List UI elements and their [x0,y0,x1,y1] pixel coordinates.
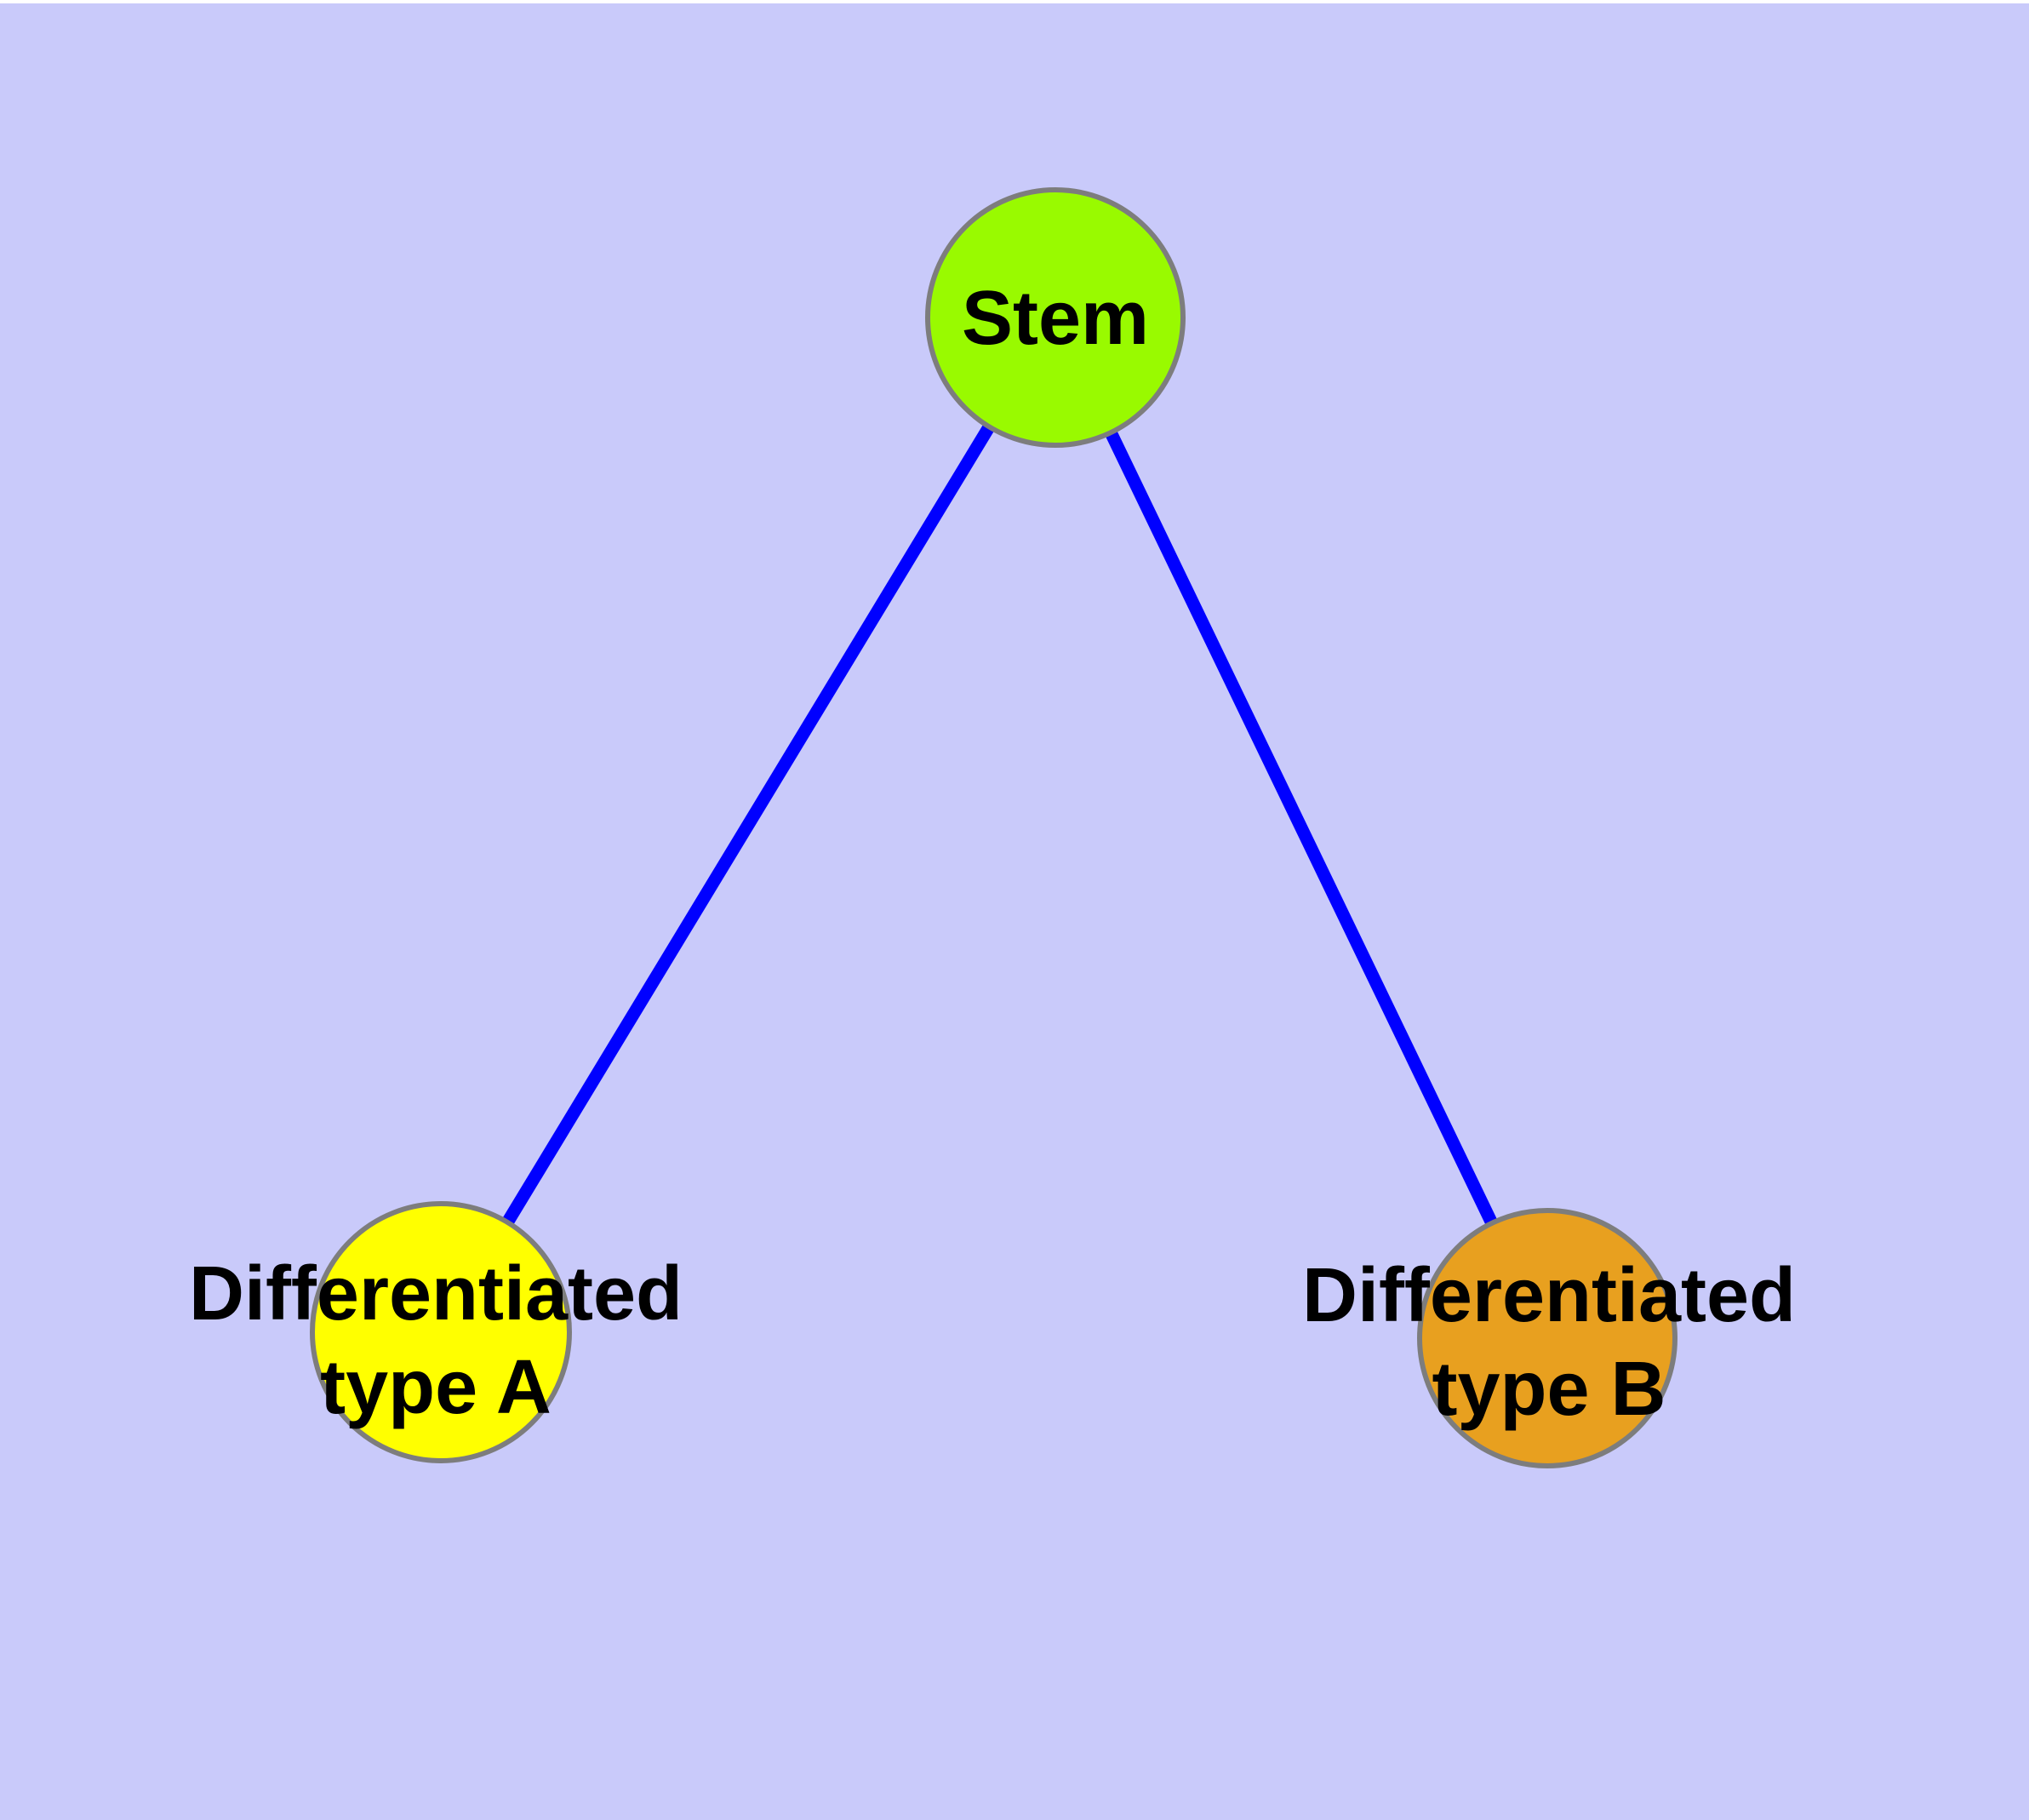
node-stem [925,187,1186,448]
node-type-b-label-line2: type B [1432,1347,1666,1432]
node-differentiated-type-b [1417,1208,1677,1468]
node-differentiated-type-a [310,1201,572,1463]
edge-stem-to-type-b [1049,314,1553,1342]
node-stem-label: Stem [962,276,1149,361]
node-type-a-label-line1: Differentiated [189,1251,683,1336]
edge-stem-to-type-a [435,314,1061,1336]
node-type-b-label-line1: Differentiated [1302,1253,1796,1338]
node-type-a-label-line2: type A [320,1345,552,1430]
